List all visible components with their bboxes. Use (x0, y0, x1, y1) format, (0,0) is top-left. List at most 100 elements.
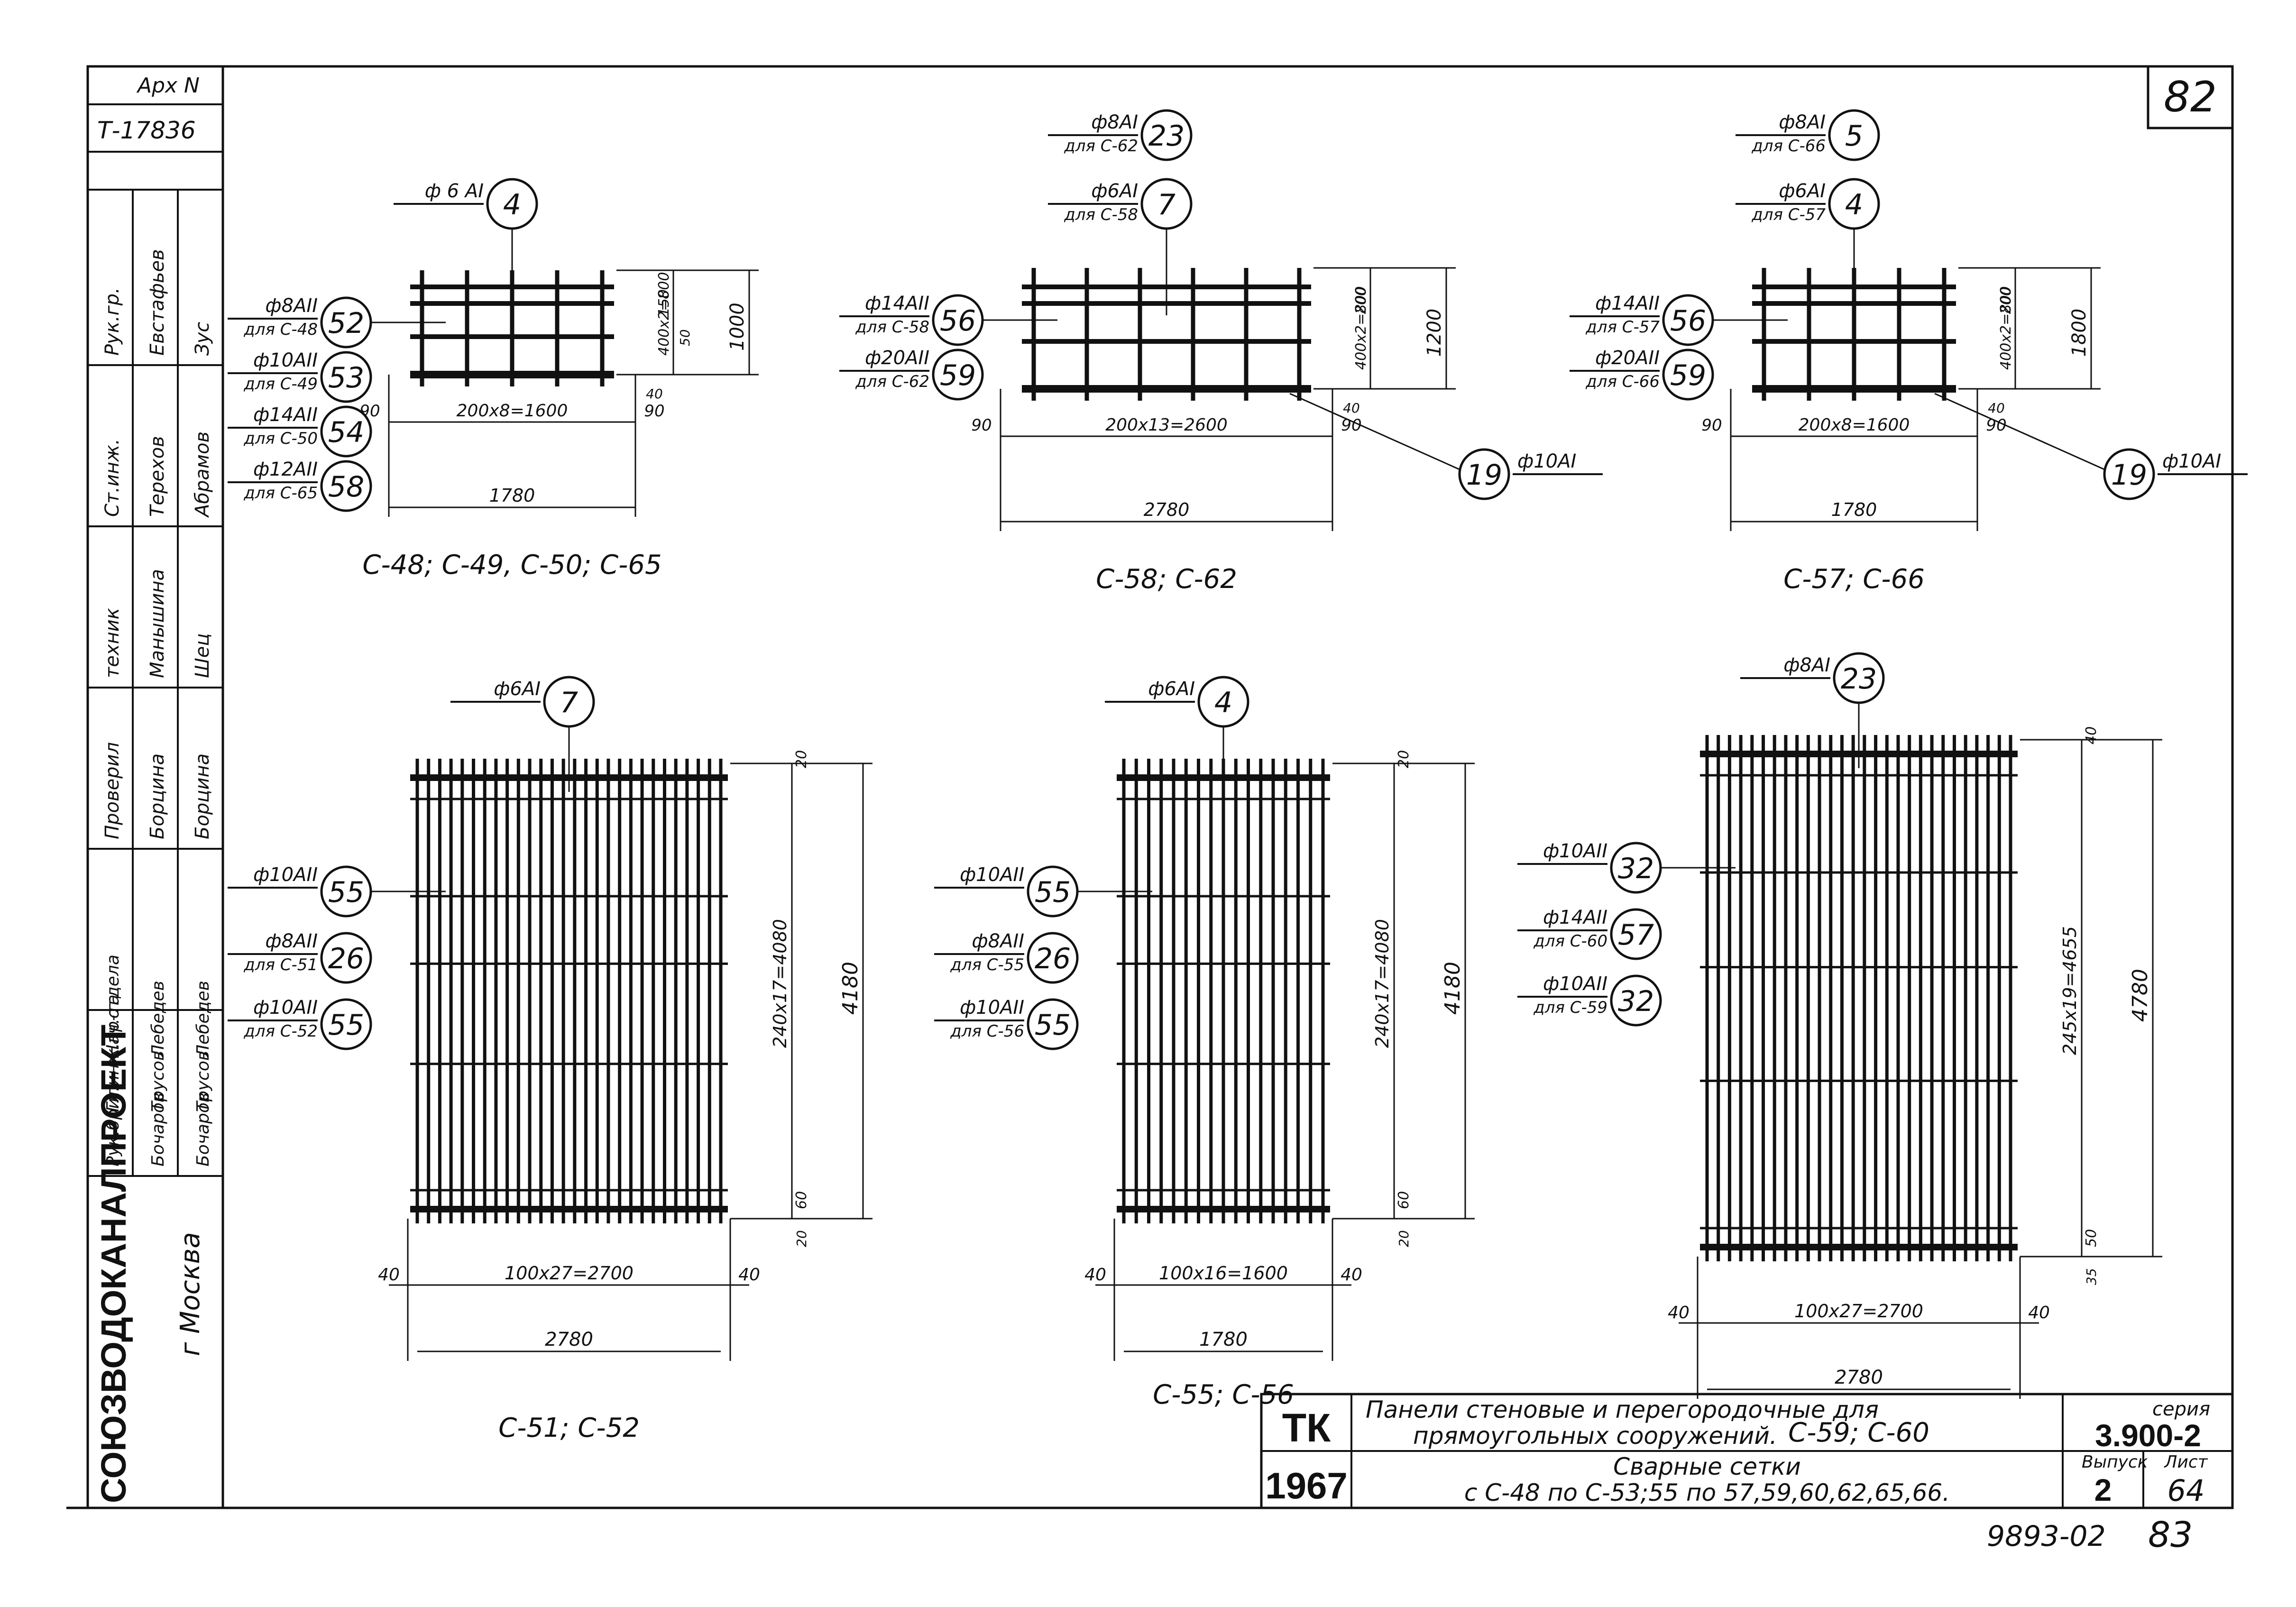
mesh-m2-side-leader (1289, 393, 1460, 470)
stamp-name-0: Евстафьев (147, 249, 168, 356)
mesh-m2-dim-overall: 2780 (1144, 499, 1190, 520)
mesh-m1-dim-overall: 1780 (489, 485, 535, 506)
mesh-m6-top-mark-number: 23 (1841, 662, 1877, 696)
mesh-m4-callout-2-circle (320, 998, 372, 1050)
stamp-role-6: Рук.бриг. (103, 1084, 123, 1166)
mesh-m5-dim-overall: 1780 (1199, 1329, 1248, 1350)
mesh-m1-callout-3-number: 58 (328, 470, 364, 504)
mesh-m4-vdim-edge: 20 (794, 1230, 809, 1247)
mesh-m3-dim-pitch: 200х8=1600 (1799, 415, 1910, 435)
mesh-m3-dim-overall: 1780 (1831, 499, 1877, 520)
stamp-sign-2: Шец (192, 633, 213, 678)
stamp-role-5: Гл.инж.пр-та (103, 994, 123, 1112)
mesh-m5-callout-2-bar: ф10АII (960, 997, 1024, 1019)
mesh-m5-callout-0-number: 55 (1035, 876, 1071, 909)
mesh-m3-side-mark-circle (2103, 448, 2155, 500)
mesh-m3-callout-1-circle (1662, 349, 1714, 401)
mesh-m4-vdim-bottom: 60 (793, 1191, 810, 1209)
mesh-m1-caption: С-48; С-49, С-50; С-65 (362, 550, 661, 580)
mesh-m4-dim-right: 40 (738, 1265, 760, 1285)
series-label: серия (2152, 1398, 2210, 1420)
mesh-m5-vdim-top: 20 (1396, 750, 1412, 768)
mesh-m1-callout-0-bar: ф8АII (265, 295, 318, 317)
mesh-m2-dim-left: 90 (971, 416, 992, 435)
mesh-m2-dim-right: 90 (1341, 416, 1361, 435)
mesh-m5-dim-pitch: 100х16=1600 (1159, 1263, 1288, 1284)
mesh-m3-vdim-total: 1800 (2068, 309, 2090, 357)
mesh-m4-callout-2-note: для С-52 (243, 1022, 318, 1041)
mesh-m6-vdim-total: 4780 (2128, 969, 2152, 1022)
mesh-m5-dim-left: 40 (1084, 1265, 1106, 1285)
mesh-m3-callout-1-number: 59 (1670, 359, 1706, 392)
mesh-m2-callout-1-bar: ф20АII (865, 347, 929, 369)
mesh-m5-top-mark-number: 4 (1214, 686, 1232, 719)
mesh-m1-callout-1-bar: ф10АII (253, 349, 318, 371)
organization-city: г Москва (175, 1232, 206, 1356)
mesh-m5-callout-1-bar: ф8АII (972, 930, 1024, 952)
mesh-m2-top-2-bar: ф6АI (1091, 180, 1138, 202)
mesh-m6-vdim-bottom: 50 (2083, 1229, 2100, 1247)
mesh-m5-callout-2-note: для С-56 (950, 1022, 1024, 1041)
mesh-m4-callout-2-bar: ф10АII (253, 997, 318, 1019)
stamp-role-4: Нач.отдела (103, 955, 123, 1057)
mesh-m1-dim-right: 90 (644, 402, 664, 421)
mesh-m1-callout-2-note: для С-50 (243, 429, 318, 448)
mesh-m6-callout-2-note: для С-59 (1533, 998, 1607, 1017)
mesh-m2-side-mark-circle (1458, 448, 1510, 500)
mesh-m5-vdim-pitch: 240х17=4080 (1372, 919, 1393, 1048)
title-line-1: Панели стеновые и перегородочные для (1366, 1396, 1879, 1423)
mesh-m3-top-2-note: для С-57 (1751, 205, 1826, 224)
sheet-label: Лист (2163, 1452, 2208, 1472)
mesh-m6-dim-overall: 2780 (1835, 1367, 1883, 1388)
mesh-m1-vdim-edge: 40 (646, 386, 663, 402)
tk-label: ТК (1282, 1405, 1331, 1450)
mesh-m5-callout-1-circle (1027, 932, 1079, 984)
mesh-m3-callout-0-number: 56 (1670, 304, 1706, 338)
stamp-name-5: Трусов (148, 1051, 168, 1112)
mesh-m4-callout-0-bar: ф10АII (253, 864, 318, 886)
mesh-m6-callout-2-bar: ф10АII (1543, 973, 1607, 995)
archive-label: Арх N (136, 73, 200, 98)
mesh-m4-vdim-total: 4180 (838, 962, 863, 1015)
stamp-sign-3: Борцина (192, 753, 213, 839)
mesh-m2-top-2-note: для С-58 (1064, 205, 1138, 224)
mesh-m5-dim-right: 40 (1341, 1265, 1362, 1285)
issue-label: Выпуск (2082, 1452, 2148, 1472)
mesh-m1-callout-3-bar: ф12АII (253, 459, 318, 480)
mesh-m3-top-1-note: для С-66 (1751, 137, 1826, 156)
mesh-m2-callout-0-bar: ф14АII (865, 293, 929, 314)
mesh-m2-top-mark-1-number: 23 (1148, 119, 1185, 153)
mesh-m2-callout-1-circle (932, 349, 984, 401)
mesh-m5-callout-1-number: 26 (1035, 942, 1071, 975)
stamp-role-0: Рук.гр. (101, 287, 123, 356)
title-block: ТК 1967 Панели стеновые и перегородочные… (1260, 1393, 2234, 1509)
mesh-m6-callout-1-number: 57 (1618, 918, 1654, 952)
mesh-m1-callout-3-note: для С-65 (243, 484, 318, 503)
mesh-m1-callout-1-number: 53 (328, 361, 364, 395)
mesh-m6-callout-2-circle (1610, 974, 1662, 1027)
mesh-m1-vdim-bottom: 50 (677, 329, 693, 346)
mesh-m4-callout-1-circle (320, 932, 372, 984)
mesh-m4-top-mark-number: 7 (560, 686, 578, 719)
mesh-m2-vdim-pitch: 400х2=800 (1353, 286, 1369, 370)
mesh-m3-callout-1-bar: ф20АII (1595, 347, 1660, 369)
mesh-m3-caption: С-57; С-66 (1783, 564, 1925, 595)
mesh-m3-top-2-bar: ф6АI (1779, 180, 1826, 202)
issue-number: 2 (2094, 1472, 2112, 1507)
mesh-m1-callout-2-bar: ф14АII (253, 404, 318, 426)
series-number: 3.900-2 (2095, 1418, 2201, 1453)
mesh-m3-top-mark-1-circle (1828, 109, 1880, 161)
stamp-name-3: Борцина (147, 753, 168, 839)
mesh-m2-top-mark-2-number: 7 (1157, 188, 1176, 221)
mesh-m2-side-mark-number: 19 (1466, 459, 1502, 492)
mesh-m2-callout-0-number: 56 (940, 304, 976, 338)
mesh-m5-top-bar: ф6АI (1148, 678, 1195, 700)
mesh-m2-side-bar: ф10АI (1517, 450, 1576, 472)
stamp-name-2: Манышина (147, 569, 168, 678)
mesh-m3-dim-left: 90 (1701, 416, 1722, 435)
mesh-m3-top-1-bar: ф8АI (1779, 111, 1826, 133)
